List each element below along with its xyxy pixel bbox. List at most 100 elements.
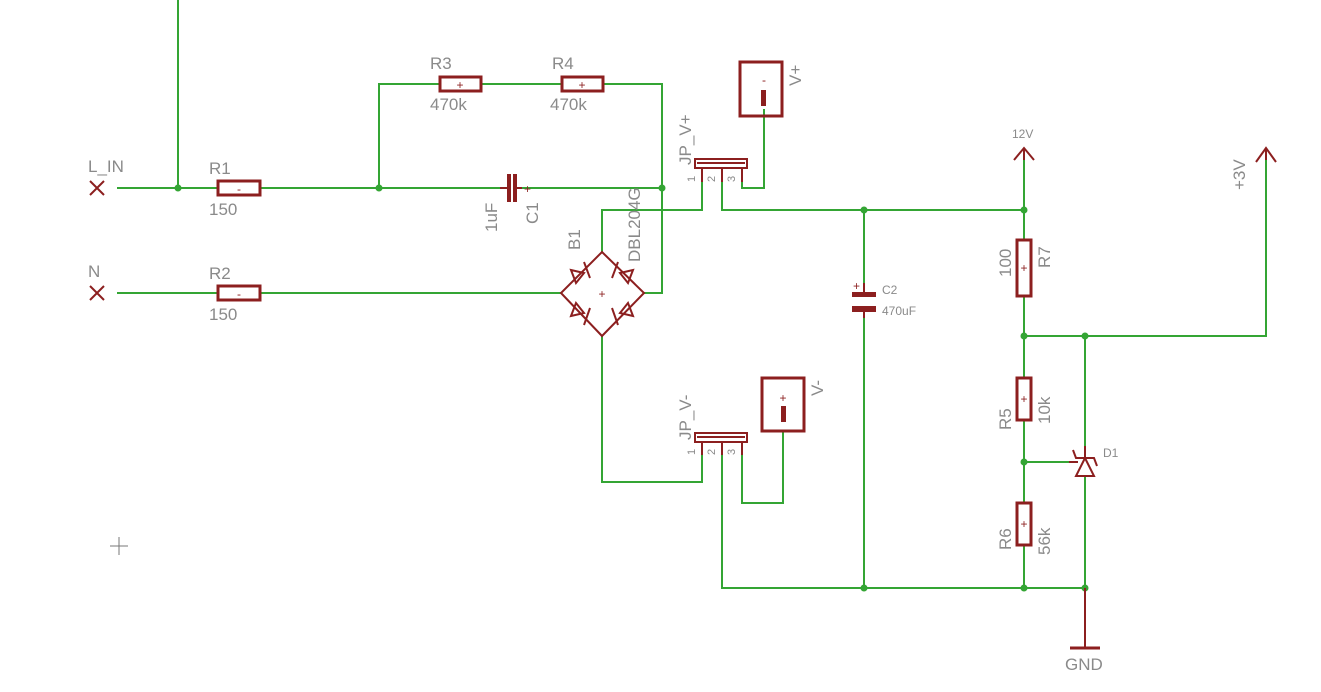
- junction-dot: [658, 184, 666, 192]
- polarity-mark: +: [1020, 392, 1027, 406]
- wire: [601, 169, 703, 253]
- bridge-rectifier-b1[interactable]: + B1 DBL204G: [559, 187, 646, 338]
- diode-icon: [611, 301, 635, 326]
- pin-number: 3: [726, 449, 738, 455]
- resistor-body: [1015, 501, 1033, 547]
- resistor-r2[interactable]: - R2 150: [209, 264, 262, 324]
- port-l-in[interactable]: L_IN: [88, 157, 124, 196]
- pin-number: 3: [726, 176, 738, 182]
- diode-icon: [569, 301, 591, 326]
- connector-vplus[interactable]: - V+: [738, 60, 805, 118]
- part-name: C1: [523, 202, 542, 224]
- polarity-mark: +: [779, 391, 786, 405]
- polarity-mark: -: [237, 287, 241, 301]
- wire: [741, 431, 784, 504]
- polarity-mark: -: [762, 73, 766, 87]
- wire: [378, 83, 441, 189]
- resistor-r4[interactable]: + R4 470k: [550, 54, 605, 114]
- junction-dot: [1081, 332, 1089, 340]
- connector-pin: [761, 90, 766, 106]
- part-name: R5: [996, 408, 1015, 430]
- part-name: R2: [209, 264, 231, 283]
- part-value: 56k: [1035, 527, 1054, 555]
- resistor-body: [1015, 238, 1033, 298]
- port-n[interactable]: N: [88, 262, 105, 301]
- pin-number: 2: [706, 176, 718, 182]
- resistor-r1[interactable]: - R1 150: [209, 159, 262, 219]
- part-name: B1: [565, 229, 584, 250]
- part-name: R4: [552, 54, 574, 73]
- part-value: 470k: [430, 95, 467, 114]
- capacitor-plate-negative: [852, 306, 876, 312]
- resistor-body: [216, 284, 262, 302]
- connector-vminus[interactable]: + V-: [760, 376, 827, 433]
- junction-dot: [860, 584, 868, 592]
- part-name: R1: [209, 159, 231, 178]
- crosshair-cursor-icon: [110, 537, 128, 555]
- polarity-mark: -: [237, 182, 241, 196]
- junction-dot: [1020, 458, 1028, 466]
- port-x-icon: [89, 180, 105, 196]
- jumper-jp-vplus[interactable]: 1 2 3 JP_V+: [676, 114, 748, 182]
- zener-diode-d1[interactable]: D1: [1069, 446, 1119, 477]
- part-value: 1uF: [482, 203, 501, 232]
- capacitor-c2[interactable]: + C2 470uF: [852, 279, 916, 318]
- resistor-body: [560, 75, 605, 93]
- part-name: V-: [808, 380, 827, 396]
- supply-12v[interactable]: 12V: [1012, 127, 1035, 161]
- pin-number: 2: [706, 449, 718, 455]
- diode-icon: [611, 261, 635, 285]
- junction-dot: [375, 184, 383, 192]
- resistor-r6[interactable]: + R6 56k: [996, 501, 1054, 555]
- resistor-body: [216, 179, 262, 197]
- supply-label: +3V: [1230, 159, 1249, 190]
- wire: [741, 109, 765, 189]
- connector-body: [738, 60, 784, 118]
- part-name: JP_V-: [676, 395, 695, 440]
- polarity-mark: +: [853, 279, 860, 293]
- polarity-mark: +: [456, 78, 463, 92]
- jumper-jp-vminus[interactable]: 1 2 3 JP_V-: [676, 395, 748, 455]
- supply-label: GND: [1065, 655, 1103, 674]
- port-label: N: [88, 262, 100, 281]
- part-value: 150: [209, 200, 237, 219]
- polarity-mark: +: [598, 287, 605, 301]
- part-value: 100: [996, 249, 1015, 277]
- part-name: JP_V+: [676, 114, 695, 165]
- part-name: C2: [882, 283, 898, 297]
- part-value: 470uF: [882, 304, 916, 318]
- capacitor-c1[interactable]: + 1uF C1: [482, 174, 542, 232]
- part-name: R3: [430, 54, 452, 73]
- wire: [1023, 157, 1267, 337]
- junction-dot: [1020, 332, 1028, 340]
- connector-pin: [781, 406, 786, 422]
- junction-dot: [174, 184, 182, 192]
- part-name: D1: [1103, 446, 1119, 460]
- junction-dot: [1020, 584, 1028, 592]
- capacitor-plate-positive: [852, 292, 876, 297]
- polarity-mark: +: [578, 78, 585, 92]
- polarity-mark: +: [1020, 261, 1027, 275]
- supply-3v[interactable]: +3V: [1230, 146, 1277, 190]
- supply-gnd[interactable]: GND: [1065, 588, 1103, 674]
- wires: [117, 0, 1267, 649]
- part-name: V+: [786, 65, 805, 86]
- capacitor-plate: [513, 174, 517, 202]
- resistor-r7[interactable]: + 100 R7: [996, 238, 1054, 298]
- part-value: 10k: [1035, 396, 1054, 424]
- junction-dot: [1020, 206, 1028, 214]
- resistor-r3[interactable]: + R3 470k: [430, 54, 483, 114]
- part-value: DBL204G: [625, 187, 644, 262]
- port-label: L_IN: [88, 157, 124, 176]
- wire: [721, 169, 1025, 211]
- pin-number: 1: [686, 449, 698, 455]
- junction-dot: [860, 206, 868, 214]
- polarity-mark: +: [1020, 517, 1027, 531]
- port-x-icon: [89, 285, 105, 301]
- supply-label: 12V: [1012, 127, 1033, 141]
- pin-number: 1: [686, 176, 698, 182]
- wire: [721, 444, 1086, 589]
- resistor-r5[interactable]: + R5 10k: [996, 376, 1054, 430]
- capacitor-plate: [507, 174, 511, 202]
